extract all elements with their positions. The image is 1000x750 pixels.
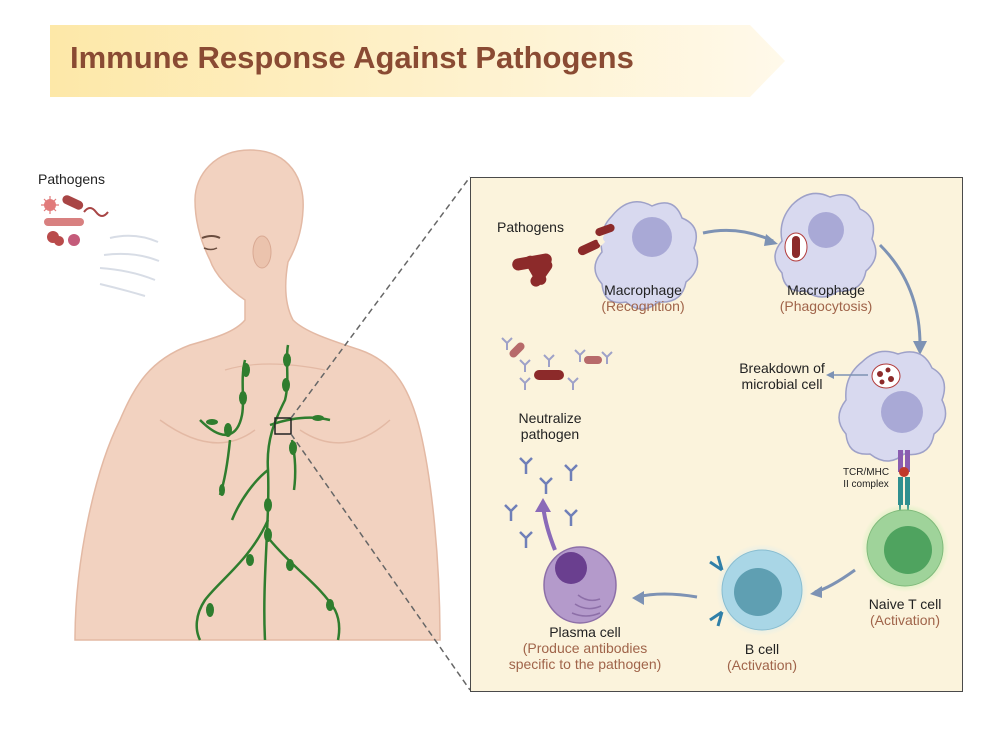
breakdown-label: Breakdown of microbial cell bbox=[732, 360, 832, 392]
b-cell-receptors bbox=[709, 555, 724, 627]
tcr-mhc-line1: TCR/MHC bbox=[842, 467, 890, 478]
naive-t-cell-stage: (Activation) bbox=[869, 612, 941, 628]
pathogen-cluster-left bbox=[41, 195, 109, 246]
neutralize-line1: Neutralize bbox=[518, 410, 582, 426]
macrophage-nucleus-1 bbox=[632, 217, 672, 257]
macrophage-phagocytosis-stage: (Phagocytosis) bbox=[779, 298, 873, 314]
macrophage-phagocytosis-name: Macrophage bbox=[787, 282, 865, 298]
naive-t-cell-label: Naive T cell (Activation) bbox=[855, 596, 955, 628]
t-cell-nucleus bbox=[884, 526, 932, 574]
neutralize-line2: pathogen bbox=[520, 426, 580, 442]
macrophage-recognition-name: Macrophage bbox=[604, 282, 682, 298]
plasma-nucleus bbox=[555, 552, 587, 584]
neutralized-pathogens bbox=[501, 337, 613, 390]
arrow-recognition-to-phagocytosis bbox=[702, 228, 774, 243]
ear bbox=[252, 235, 272, 269]
arrow-b-to-plasma bbox=[636, 592, 698, 599]
lymph-nodes bbox=[206, 353, 334, 617]
tcr-mhc-line2: II complex bbox=[843, 479, 889, 490]
macrophage-recognition-label: Macrophage (Recognition) bbox=[593, 282, 693, 314]
zoom-line-bottom bbox=[290, 433, 471, 691]
naive-t-cell-name: Naive T cell bbox=[868, 596, 942, 612]
breakdown-line2: microbial cell bbox=[741, 376, 823, 392]
eyebrow bbox=[201, 235, 221, 239]
pathogens-label-left: Pathogens bbox=[38, 171, 105, 187]
b-cell-nucleus bbox=[734, 568, 782, 616]
macrophage-recognition-stage: (Recognition) bbox=[601, 298, 685, 314]
arrow-phagocytosis-to-breakdown bbox=[878, 243, 922, 346]
airflow-arrows bbox=[99, 234, 160, 297]
plasma-cell-stage2: specific to the pathogen) bbox=[508, 656, 662, 672]
tcr-mhc-label: TCR/MHC II complex bbox=[838, 467, 894, 491]
b-cell-stage: (Activation) bbox=[726, 657, 798, 673]
macrophage-phagocytosis-label: Macrophage (Phagocytosis) bbox=[770, 282, 882, 314]
plasma-cell-stage1: (Produce antibodies bbox=[522, 640, 648, 656]
macrophage-nucleus-3 bbox=[881, 391, 923, 433]
page-title: Immune Response Against Pathogens bbox=[70, 40, 634, 75]
macrophage-nucleus-2 bbox=[808, 212, 844, 248]
plasma-cell-label: Plasma cell (Produce antibodies specific… bbox=[495, 624, 675, 672]
eye bbox=[203, 247, 218, 251]
breakdown-line1: Breakdown of bbox=[739, 360, 825, 376]
pathogen-rods bbox=[512, 239, 601, 287]
b-cell-name: B cell bbox=[744, 641, 780, 657]
pathogens-label-panel: Pathogens bbox=[497, 219, 564, 235]
zoom-line-top bbox=[290, 176, 471, 419]
zoom-box bbox=[274, 417, 292, 435]
plasma-cell-name: Plasma cell bbox=[549, 624, 621, 640]
neutralize-label: Neutralize pathogen bbox=[500, 410, 600, 442]
free-antibodies bbox=[504, 457, 578, 548]
b-cell-label: B cell (Activation) bbox=[712, 641, 812, 673]
title-banner bbox=[50, 25, 785, 97]
